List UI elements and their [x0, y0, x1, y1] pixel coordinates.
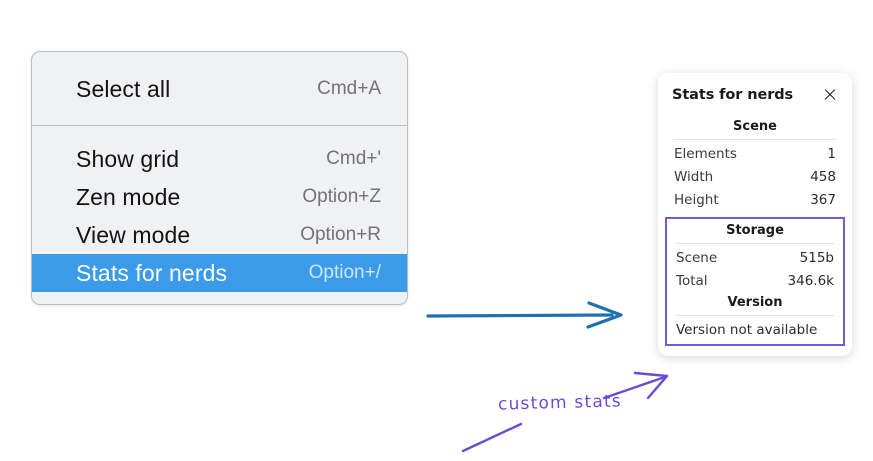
canvas-context-menu[interactable]: Select all Cmd+A Show grid Cmd+' Zen mod… [31, 51, 408, 305]
stats-row-key: Scene [676, 249, 718, 266]
menu-item-label: View mode [76, 221, 191, 248]
stats-row-key: Width [674, 168, 714, 185]
menu-item-select-all[interactable]: Select all Cmd+A [32, 70, 407, 108]
menu-item-stats-for-nerds[interactable]: Stats for nerds Option+/ [32, 254, 407, 292]
menu-section-view: Show grid Cmd+' Zen mode Option+Z View m… [32, 126, 407, 304]
menu-section-selection: Select all Cmd+A [32, 52, 407, 126]
custom-stats-highlight-box: Storage Scene 515b Total 346.6k Version … [665, 217, 845, 346]
stats-row-elements: Elements 1 [670, 142, 840, 165]
menu-item-label: Zen mode [76, 183, 181, 210]
stats-version-note: Version not available [676, 322, 818, 338]
stats-group-storage: Storage Scene 515b Total 346.6k [672, 220, 838, 292]
stats-row-value: 515b [799, 249, 834, 266]
stats-group-heading: Storage [726, 223, 784, 238]
menu-item-label: Select all [76, 75, 171, 102]
menu-item-label: Show grid [76, 145, 180, 172]
stats-row-value: 346.6k [787, 272, 834, 289]
divider [676, 315, 834, 316]
blue-arrow-annotation [426, 301, 623, 329]
menu-item-shortcut: Option+/ [308, 262, 381, 283]
stats-row-value: 458 [810, 168, 836, 185]
stats-for-nerds-panel[interactable]: Stats for nerds Scene Elements 1 Width 4… [658, 73, 852, 356]
stats-row-storage-total: Total 346.6k [672, 269, 838, 292]
divider [674, 139, 836, 140]
stats-row-value: 1 [827, 145, 836, 162]
menu-item-shortcut: Option+R [300, 224, 381, 245]
menu-item-shortcut: Cmd+A [317, 78, 381, 99]
stats-group-heading: Version [727, 295, 783, 310]
stats-panel-titlebar: Stats for nerds [670, 85, 840, 103]
custom-stats-annotation-label: custom stats [497, 391, 623, 415]
stats-group-version: Version Version not available [672, 292, 838, 340]
menu-item-view-mode[interactable]: View mode Option+R [32, 216, 407, 254]
menu-item-label: Stats for nerds [76, 259, 228, 286]
stats-row-width: Width 458 [670, 165, 840, 188]
divider [676, 243, 834, 244]
menu-item-show-grid[interactable]: Show grid Cmd+' [32, 140, 407, 178]
stats-row-key: Elements [674, 145, 737, 162]
stats-group-scene: Scene Elements 1 Width 458 Height 367 [670, 116, 840, 211]
stats-row-key: Height [674, 191, 719, 208]
stats-group-heading: Scene [733, 119, 777, 134]
menu-item-shortcut: Option+Z [302, 186, 381, 207]
stats-row-value: 367 [810, 191, 836, 208]
close-icon[interactable] [822, 87, 838, 103]
stats-panel-title: Stats for nerds [672, 87, 794, 103]
stats-row-storage-scene: Scene 515b [672, 246, 838, 269]
menu-item-zen-mode[interactable]: Zen mode Option+Z [32, 178, 407, 216]
stats-row-key: Total [676, 272, 708, 289]
purple-underline-stroke [461, 422, 523, 453]
menu-item-shortcut: Cmd+' [326, 148, 381, 169]
stats-row-height: Height 367 [670, 188, 840, 211]
